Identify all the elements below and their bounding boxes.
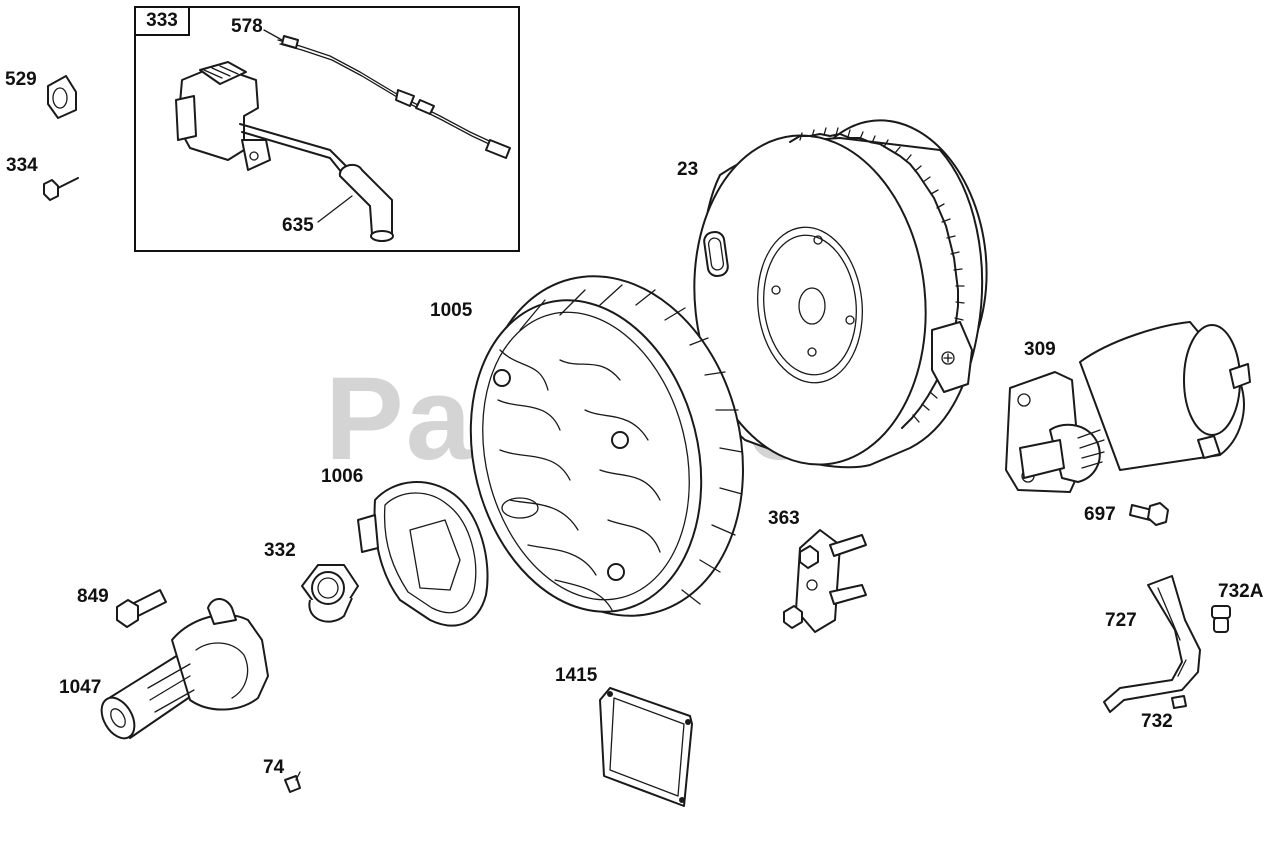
bracket-363-part[interactable] (783, 529, 867, 633)
part-label-578[interactable]: 578 (231, 16, 263, 37)
part-label-732a[interactable]: 732A (1218, 581, 1264, 602)
wire-harness-part[interactable] (277, 35, 511, 159)
shaft-part[interactable] (95, 598, 269, 744)
bolt-849-part[interactable] (116, 589, 167, 628)
part-label-635[interactable]: 635 (282, 215, 314, 236)
nut-part[interactable] (301, 564, 359, 623)
part-label-727[interactable]: 727 (1105, 610, 1137, 631)
ignition-module-part[interactable] (175, 61, 394, 242)
starter-motor-part[interactable] (1005, 321, 1251, 493)
cup-part[interactable] (357, 481, 489, 627)
part-label-1415[interactable]: 1415 (555, 665, 598, 686)
plug-732a-part[interactable] (1211, 605, 1231, 633)
part-label-309[interactable]: 309 (1024, 339, 1056, 360)
bolt-697-part[interactable] (1129, 502, 1169, 526)
flywheel-part[interactable] (678, 111, 1000, 477)
part-label-697[interactable]: 697 (1084, 504, 1116, 525)
part-label-529[interactable]: 529 (5, 69, 37, 90)
screw-74-part[interactable] (284, 771, 301, 793)
callout-box-333 (134, 6, 520, 252)
part-label-1047[interactable]: 1047 (59, 677, 102, 698)
part-label-1005[interactable]: 1005 (430, 300, 473, 321)
part-label-334[interactable]: 334 (6, 155, 38, 176)
part-label-849[interactable]: 849 (77, 586, 109, 607)
callout-label-333[interactable]: 333 (134, 6, 190, 36)
grommet-529-part[interactable] (47, 75, 77, 119)
screw-334-part[interactable] (43, 177, 79, 201)
leader-lines (263, 29, 353, 223)
part-label-1006[interactable]: 1006 (321, 466, 364, 487)
part-label-332[interactable]: 332 (264, 540, 296, 561)
part-label-23[interactable]: 23 (677, 159, 699, 180)
part-label-732[interactable]: 732 (1141, 711, 1173, 732)
gasket-part[interactable] (599, 687, 693, 807)
part-label-74[interactable]: 74 (263, 757, 285, 778)
part-label-363[interactable]: 363 (768, 508, 800, 529)
fan-part[interactable] (439, 248, 778, 644)
bracket-727-part[interactable] (1103, 575, 1201, 713)
